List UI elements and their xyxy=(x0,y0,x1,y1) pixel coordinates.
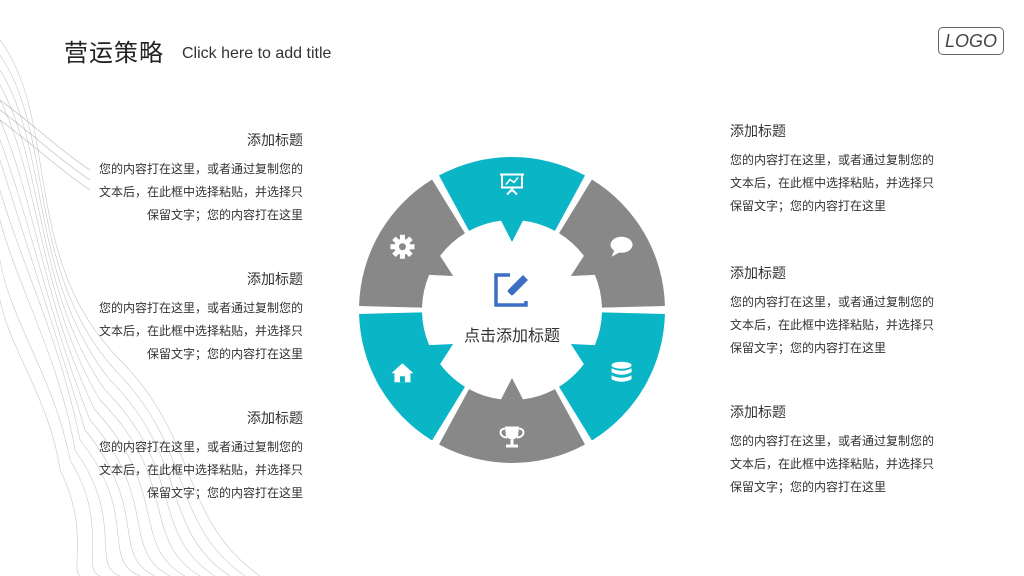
body-line: 文本后，在此框中选择粘贴，并选择只 xyxy=(98,463,303,477)
body-line: 文本后，在此框中选择粘贴，并选择只 xyxy=(98,324,303,338)
block-title: 添加标题 xyxy=(730,266,786,282)
text-block-left-2: 添加标题 您的内容打在这里，或者通过复制您的 文本后，在此框中选择粘贴，并选择只… xyxy=(73,269,303,366)
logo: LOGO xyxy=(938,27,1004,55)
body-line: 文本后，在此框中选择粘贴，并选择只 xyxy=(730,457,935,471)
trophy-icon xyxy=(499,426,525,448)
body-line: 保留文字；您的内容打在这里 xyxy=(730,199,887,213)
database-icon xyxy=(611,361,632,382)
ring-icons xyxy=(390,173,633,448)
block-title: 添加标题 xyxy=(247,272,303,288)
home-icon xyxy=(391,363,414,383)
gear-icon xyxy=(390,234,415,259)
edit-icon xyxy=(494,271,534,307)
body-line: 您的内容打在这里，或者通过复制您的 xyxy=(98,440,303,454)
text-block-right-3: 添加标题 您的内容打在这里，或者通过复制您的 文本后，在此框中选择粘贴，并选择只… xyxy=(730,402,960,499)
body-line: 保留文字；您的内容打在这里 xyxy=(730,341,887,355)
block-body: 您的内容打在这里，或者通过复制您的 文本后，在此框中选择粘贴，并选择只 保留文字… xyxy=(73,297,303,366)
body-line: 保留文字；您的内容打在这里 xyxy=(146,486,303,500)
ring-segment-1 xyxy=(438,157,586,242)
body-line: 您的内容打在这里，或者通过复制您的 xyxy=(98,162,303,176)
body-line: 您的内容打在这里，或者通过复制您的 xyxy=(730,434,935,448)
body-line: 保留文字；您的内容打在这里 xyxy=(730,480,887,494)
ring-segment-4 xyxy=(438,378,586,463)
text-block-left-1: 添加标题 您的内容打在这里，或者通过复制您的 文本后，在此框中选择粘贴，并选择只… xyxy=(73,130,303,227)
text-block-right-1: 添加标题 您的内容打在这里，或者通过复制您的 文本后，在此框中选择粘贴，并选择只… xyxy=(730,121,960,218)
text-block-right-2: 添加标题 您的内容打在这里，或者通过复制您的 文本后，在此框中选择粘贴，并选择只… xyxy=(730,263,960,360)
block-body: 您的内容打在这里，或者通过复制您的 文本后，在此框中选择粘贴，并选择只 保留文字… xyxy=(73,158,303,227)
body-line: 保留文字；您的内容打在这里 xyxy=(146,208,303,222)
body-line: 您的内容打在这里，或者通过复制您的 xyxy=(98,301,303,315)
block-body: 您的内容打在这里，或者通过复制您的 文本后，在此框中选择粘贴，并选择只 保留文字… xyxy=(73,436,303,505)
block-body: 您的内容打在这里，或者通过复制您的 文本后，在此框中选择粘贴，并选择只 保留文字… xyxy=(730,149,960,218)
center-title[interactable]: 点击添加标题 xyxy=(463,326,560,345)
page-subtitle[interactable]: Click here to add title xyxy=(182,45,332,62)
block-body: 您的内容打在这里，或者通过复制您的 文本后，在此框中选择粘贴，并选择只 保留文字… xyxy=(730,430,960,499)
ring-segments xyxy=(359,157,665,463)
body-line: 保留文字；您的内容打在这里 xyxy=(146,347,303,361)
ring-segment-6 xyxy=(359,179,465,308)
body-line: 文本后，在此框中选择粘贴，并选择只 xyxy=(98,185,303,199)
ring-segment-5 xyxy=(359,312,465,441)
text-block-left-3: 添加标题 您的内容打在这里，或者通过复制您的 文本后，在此框中选择粘贴，并选择只… xyxy=(73,408,303,505)
page-title: 营运策略 xyxy=(64,39,164,67)
block-title: 添加标题 xyxy=(730,405,786,421)
block-body: 您的内容打在这里，或者通过复制您的 文本后，在此框中选择粘贴，并选择只 保留文字… xyxy=(730,291,960,360)
presentation-board-icon xyxy=(500,173,524,196)
block-title: 添加标题 xyxy=(730,124,786,140)
body-line: 您的内容打在这里，或者通过复制您的 xyxy=(730,153,935,167)
body-line: 文本后，在此框中选择粘贴，并选择只 xyxy=(730,318,935,332)
body-line: 您的内容打在这里，或者通过复制您的 xyxy=(730,295,935,309)
body-line: 文本后，在此框中选择粘贴，并选择只 xyxy=(730,176,935,190)
block-title: 添加标题 xyxy=(247,133,303,149)
block-title: 添加标题 xyxy=(247,411,303,427)
speech-bubble-icon xyxy=(610,236,633,257)
